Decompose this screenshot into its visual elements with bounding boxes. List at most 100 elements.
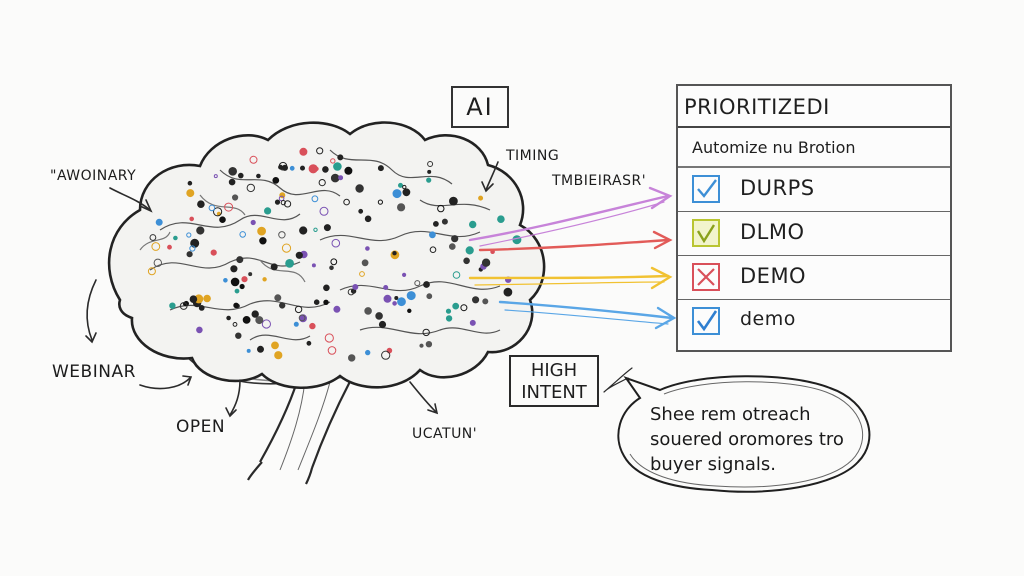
signal-dot — [419, 343, 424, 348]
signal-dot — [397, 297, 406, 307]
signal-dot — [149, 234, 157, 241]
signal-dot — [147, 267, 156, 276]
signal-dot — [414, 280, 421, 287]
signal-dot — [234, 288, 240, 294]
signal-dot — [323, 224, 331, 232]
bubble-line-3: buyer signals. — [650, 454, 777, 475]
signal-dot — [394, 296, 399, 300]
signal-dot — [279, 302, 286, 309]
signal-dot — [230, 277, 240, 287]
signal-dot — [364, 307, 372, 315]
signal-dot — [256, 173, 261, 179]
signal-dot — [478, 195, 484, 201]
signal-dot — [337, 154, 344, 161]
signal-dot — [330, 258, 338, 266]
priority-row[interactable]: DEMO — [678, 256, 950, 300]
signal-arrows — [468, 186, 677, 330]
signal-dot — [392, 251, 397, 256]
signal-dot — [316, 147, 324, 155]
signal-dot — [323, 284, 330, 292]
check-icon[interactable] — [692, 175, 720, 203]
signal-dot — [319, 206, 329, 216]
signal-dot — [196, 226, 205, 235]
signal-dot — [289, 165, 295, 171]
signal-dot — [463, 257, 470, 265]
label-awoinary: "AWOINARY — [50, 168, 137, 184]
check-icon[interactable] — [692, 307, 720, 335]
signal-dot — [236, 256, 244, 264]
signal-dot — [233, 302, 239, 309]
signal-dot — [264, 207, 272, 215]
label-tmbieirasr: TMBIEIRASR' — [552, 173, 647, 189]
signal-dot — [327, 346, 337, 355]
signal-dot — [281, 243, 292, 253]
signal-dot — [333, 162, 342, 171]
signal-dot — [452, 271, 461, 279]
signal-dot — [469, 220, 477, 229]
signal-dot — [441, 218, 448, 225]
signal-dot — [208, 204, 216, 212]
signal-dot — [232, 194, 239, 201]
priority-row[interactable]: demo — [678, 300, 950, 344]
priority-row-label: DURPS — [740, 176, 815, 200]
signal-dot — [330, 158, 336, 164]
signal-dot — [383, 285, 389, 290]
label-open: OPEN — [176, 417, 226, 437]
signal-dot — [347, 288, 355, 296]
signal-dot — [203, 294, 211, 303]
signal-dot — [359, 271, 365, 277]
cross-icon[interactable] — [692, 263, 720, 291]
signal-dot — [348, 354, 356, 362]
signal-dot — [381, 350, 391, 360]
signal-dot — [235, 332, 242, 339]
priority-row-label: demo — [740, 308, 796, 330]
signal-dot — [437, 204, 445, 213]
signal-dot — [322, 166, 329, 173]
signal-dot — [242, 316, 251, 324]
signal-dot — [338, 175, 344, 181]
signal-dot — [323, 299, 329, 305]
signal-dot — [449, 196, 458, 206]
signal-dot — [308, 164, 318, 174]
signal-dot — [179, 302, 188, 310]
label-webinar: WEBINAR — [52, 362, 136, 382]
signal-dot — [426, 177, 432, 183]
signal-dot — [383, 294, 392, 303]
signal-dot — [274, 351, 283, 360]
signal-dot — [249, 155, 258, 164]
signal-dot — [219, 216, 226, 223]
check-icon[interactable] — [692, 219, 720, 247]
priority-row[interactable]: DLMO — [678, 212, 950, 256]
signal-dot — [329, 265, 334, 271]
prioritized-panel: PRIORITIZEDI Automize nu Brotion DURPS D… — [676, 84, 952, 352]
signal-dot — [299, 226, 308, 235]
signal-dot — [213, 174, 218, 179]
signal-dot — [293, 321, 299, 327]
signal-dot — [294, 305, 303, 314]
ai-label: AI — [466, 93, 494, 121]
signal-dot — [343, 198, 350, 206]
signal-dot — [228, 167, 237, 176]
signal-dot — [295, 251, 303, 259]
brain-outline — [107, 121, 546, 390]
signal-dot — [262, 277, 267, 282]
signal-dot — [153, 258, 163, 267]
signal-dot — [248, 272, 253, 277]
signal-dot — [451, 235, 459, 243]
signal-dot — [196, 326, 203, 334]
signal-dot — [226, 315, 231, 321]
priority-row[interactable]: DURPS — [678, 168, 950, 212]
signal-dot — [313, 299, 320, 306]
signal-dot — [285, 259, 295, 268]
signal-dot — [427, 161, 434, 167]
signal-dot — [279, 192, 286, 199]
priority-row-label: DLMO — [740, 220, 805, 244]
signal-dot — [272, 177, 280, 184]
signal-dot — [358, 208, 364, 214]
signal-dot — [230, 265, 238, 273]
signal-dot — [407, 308, 412, 313]
signal-dot — [284, 200, 292, 208]
pointer-arrows — [85, 161, 633, 418]
signal-dot — [210, 249, 217, 256]
signal-dot — [186, 232, 192, 238]
